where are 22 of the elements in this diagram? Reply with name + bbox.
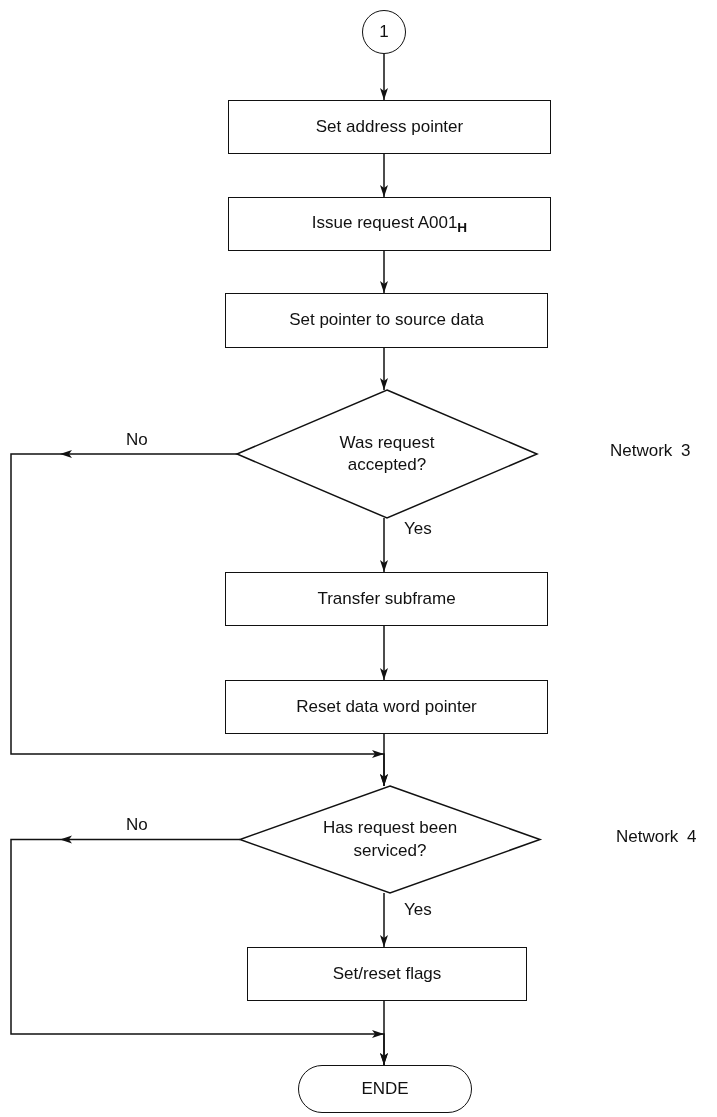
- process-box: [225, 293, 548, 348]
- process-box: [228, 100, 551, 154]
- terminal-text: ENDE: [360, 1077, 410, 1100]
- terminal-shape: [298, 1065, 472, 1113]
- network-label: Network 3: [610, 441, 691, 461]
- step-text: Transfer subframe: [316, 587, 457, 610]
- connector-number: 1: [378, 20, 390, 43]
- connector-circle: [362, 10, 406, 54]
- step-text: Reset data word pointer: [295, 695, 478, 718]
- step-text: Set/reset flags: [331, 962, 443, 985]
- step-text: Issue request A001$_{H}$: [310, 211, 469, 237]
- process-box: [228, 197, 551, 251]
- decision-diamond: [240, 786, 540, 893]
- decision-text: Has request been serviced?: [321, 817, 459, 862]
- decision-diamond: [237, 390, 537, 518]
- network-label: Network 4: [616, 827, 697, 847]
- process-box: [247, 947, 527, 1001]
- decision-text: Was request accepted?: [338, 431, 436, 476]
- process-box: [225, 572, 548, 626]
- process-box: [225, 680, 548, 734]
- step-text: Set pointer to source data: [288, 309, 485, 332]
- step-text: Set address pointer: [314, 115, 465, 138]
